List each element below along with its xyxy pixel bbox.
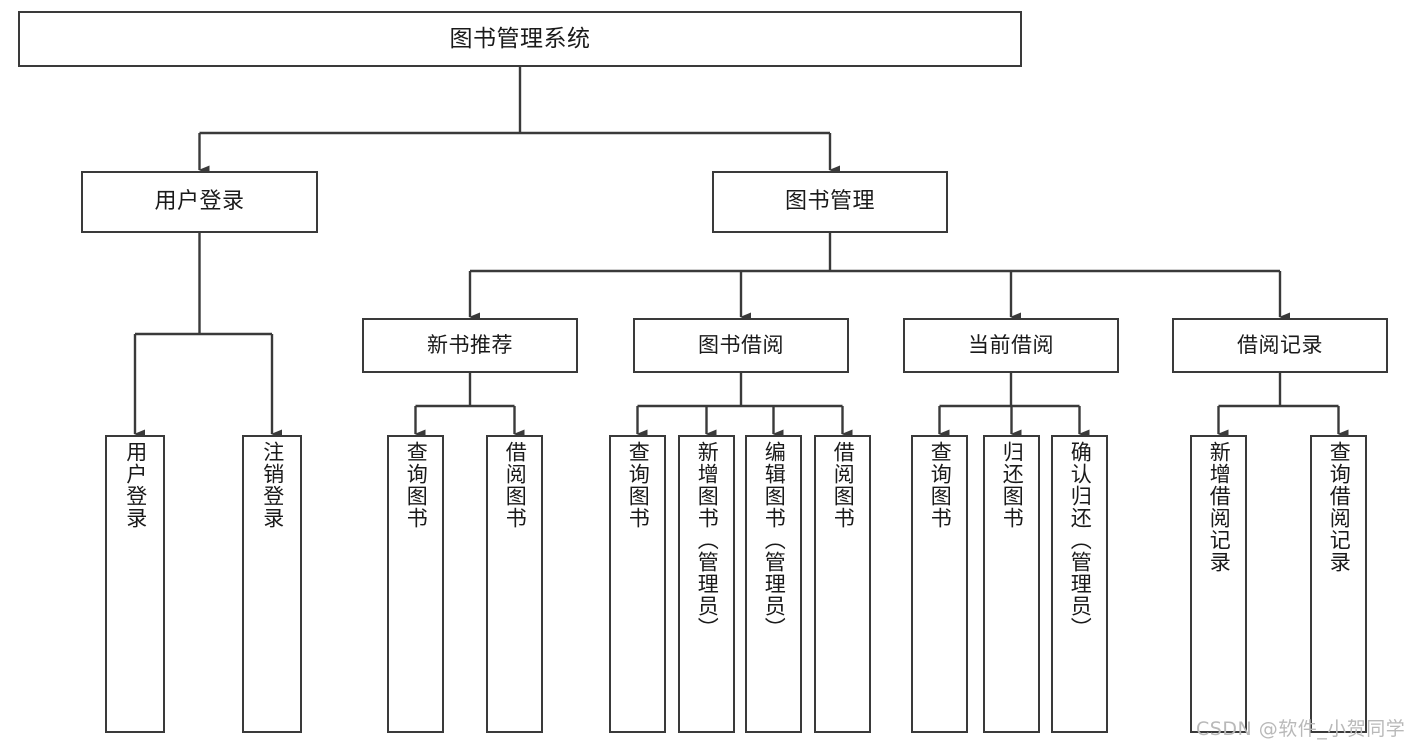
node-label: 借阅记录 — [1237, 333, 1323, 358]
node-label: 图书借阅 — [698, 333, 784, 358]
node-l-confirm-return[interactable]: 确认归还（管理员） — [1051, 435, 1108, 733]
node-l-add-record[interactable]: 新增借阅记录 — [1190, 435, 1247, 733]
node-l-logout[interactable]: 注销登录 — [242, 435, 302, 733]
node-label: 归还图书 — [1000, 441, 1025, 529]
node-n-borrow-record[interactable]: 借阅记录 — [1172, 318, 1388, 373]
node-label: 查询图书 — [404, 441, 429, 529]
node-n-new-book-rec[interactable]: 新书推荐 — [362, 318, 578, 373]
node-label: 确认归还（管理员） — [1068, 441, 1093, 639]
node-l-query-book-3[interactable]: 查询图书 — [911, 435, 968, 733]
node-l-borrow-book-2[interactable]: 借阅图书 — [814, 435, 871, 733]
node-label: 借阅图书 — [831, 441, 856, 529]
node-n-user-login[interactable]: 用户登录 — [81, 171, 318, 233]
node-label: 借阅图书 — [503, 441, 528, 529]
node-n-current-borrow[interactable]: 当前借阅 — [903, 318, 1119, 373]
node-label: 编辑图书（管理员） — [762, 441, 787, 639]
node-n-book-borrow[interactable]: 图书借阅 — [633, 318, 849, 373]
node-label: 用户登录 — [154, 189, 245, 215]
node-label: 查询图书 — [626, 441, 651, 529]
node-n-book-manage[interactable]: 图书管理 — [712, 171, 948, 233]
node-label: 查询借阅记录 — [1327, 441, 1352, 573]
node-label: 查询图书 — [928, 441, 953, 529]
node-l-edit-book[interactable]: 编辑图书（管理员） — [745, 435, 802, 733]
node-l-add-book[interactable]: 新增图书（管理员） — [678, 435, 735, 733]
node-root[interactable]: 图书管理系统 — [18, 11, 1022, 67]
node-label: 新增借阅记录 — [1207, 441, 1232, 573]
node-l-query-record[interactable]: 查询借阅记录 — [1310, 435, 1367, 733]
node-label: 图书管理系统 — [449, 25, 591, 52]
node-label: 图书管理 — [784, 189, 875, 215]
node-label: 新书推荐 — [427, 333, 513, 358]
csdn-watermark: CSDN @软件_小贺同学 — [1196, 718, 1405, 740]
tree-edges — [133, 67, 1349, 439]
node-l-query-book-1[interactable]: 查询图书 — [387, 435, 444, 733]
node-l-borrow-book-1[interactable]: 借阅图书 — [486, 435, 543, 733]
node-l-user-login[interactable]: 用户登录 — [105, 435, 165, 733]
node-l-query-book-2[interactable]: 查询图书 — [609, 435, 666, 733]
node-label: 注销登录 — [260, 441, 285, 529]
node-label: 新增图书（管理员） — [695, 441, 720, 639]
node-l-return-book[interactable]: 归还图书 — [983, 435, 1040, 733]
node-label: 当前借阅 — [968, 333, 1054, 358]
node-label: 用户登录 — [123, 441, 148, 529]
